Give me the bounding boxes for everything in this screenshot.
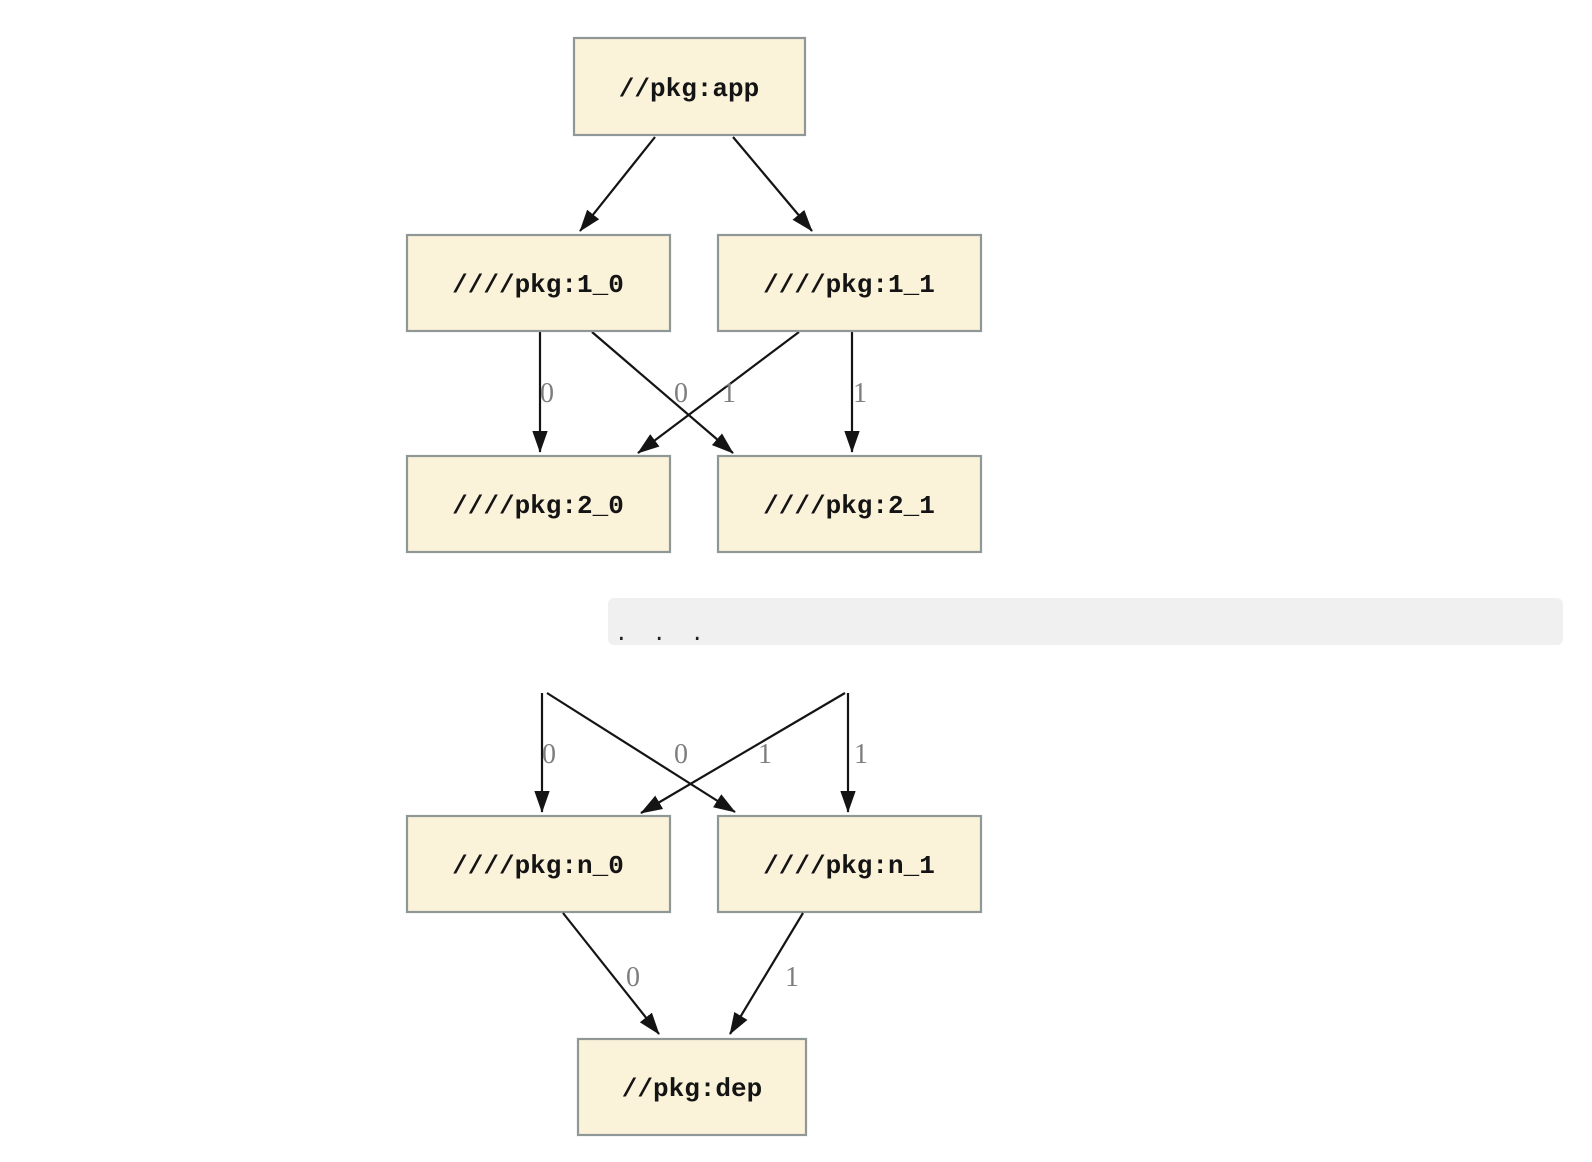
node-pkg-n-1: ////pkg:n_1 [716, 814, 983, 914]
edge-label-1-0-to-2-0: 0 [540, 378, 554, 409]
node-pkg-n-1-box [716, 814, 983, 914]
edge-label-stub-to-n-0: 0 [542, 739, 556, 770]
edge-stub-cross-to-n-0 [640, 692, 846, 814]
node-pkg-1-0-label: ////pkg:1_0 [452, 270, 624, 300]
node-pkg-n-0-label: ////pkg:n_0 [452, 851, 624, 881]
node-pkg-dep: //pkg:dep [576, 1037, 808, 1137]
ellipsis-separator: . . . [608, 598, 1563, 645]
node-pkg-2-1-box [716, 454, 983, 554]
node-pkg-n-0: ////pkg:n_0 [405, 814, 672, 914]
node-pkg-2-0-box [405, 454, 672, 554]
edge-n-0-to-dep [562, 912, 660, 1035]
edge-app-to-1-1 [732, 136, 813, 232]
ellipsis-text: . . . [615, 621, 704, 645]
edge-stub-cross-to-n-1 [546, 692, 736, 813]
node-pkg-1-1-label: ////pkg:1_1 [763, 270, 935, 300]
edge-label-1-0-to-2-1: 1 [722, 378, 736, 409]
ellipsis-bar [608, 598, 1563, 645]
lower-graph: 0 0 1 1 ////pkg:n_0 ////pkg:n_1 0 1 //pk… [405, 692, 983, 1137]
node-pkg-dep-box [576, 1037, 808, 1137]
edge-label-stub-to-n-1: 1 [854, 739, 868, 770]
node-pkg-1-0-box [405, 233, 672, 333]
edge-1-0-to-2-1 [591, 331, 734, 454]
node-pkg-2-1: ////pkg:2_1 [716, 454, 983, 554]
node-pkg-app: //pkg:app [572, 36, 807, 137]
node-pkg-2-1-label: ////pkg:2_1 [763, 491, 935, 521]
edge-label-cross-to-n-1: 1 [758, 739, 772, 770]
edge-label-n-1-to-dep: 1 [785, 962, 799, 993]
edge-label-cross-to-n-0: 0 [674, 739, 688, 770]
edge-label-n-0-to-dep: 0 [626, 962, 640, 993]
upper-graph: 0 0 1 1 //pkg:app ////pkg:1_0 ////pkg:1_… [405, 36, 983, 554]
node-pkg-n-0-box [405, 814, 672, 914]
edge-1-1-to-2-0 [637, 331, 800, 454]
node-pkg-1-0: ////pkg:1_0 [405, 233, 672, 333]
edge-label-1-1-to-2-1: 1 [853, 378, 867, 409]
node-pkg-dep-label: //pkg:dep [622, 1074, 762, 1104]
node-pkg-2-0-label: ////pkg:2_0 [452, 491, 624, 521]
edge-label-1-1-to-2-0: 0 [674, 378, 688, 409]
node-pkg-1-1-box [716, 233, 983, 333]
node-pkg-2-0: ////pkg:2_0 [405, 454, 672, 554]
node-pkg-1-1: ////pkg:1_1 [716, 233, 983, 333]
node-pkg-app-box [572, 36, 807, 137]
node-pkg-n-1-label: ////pkg:n_1 [763, 851, 935, 881]
edge-app-to-1-0 [579, 136, 656, 232]
node-pkg-app-label: //pkg:app [619, 74, 759, 104]
edge-n-1-to-dep [729, 912, 804, 1035]
